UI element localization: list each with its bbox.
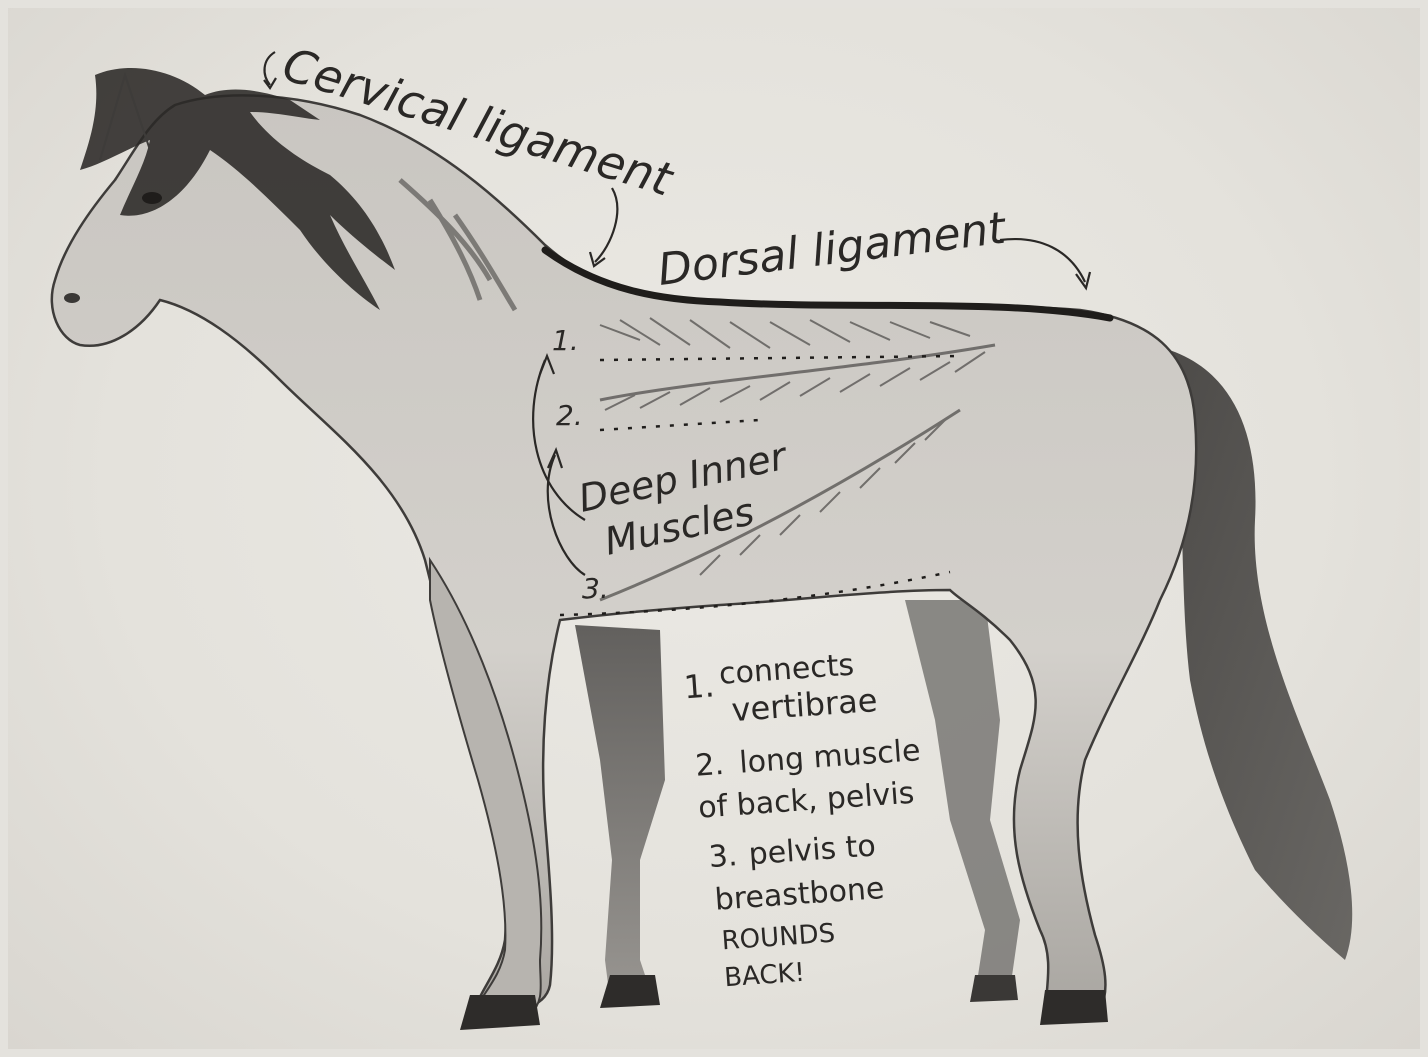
front-hoof [460,995,540,1030]
horse-anatomy-drawing: Cervical ligament Dorsal ligament 1. 2. … [8,8,1420,1049]
note-3-number: 3. [708,838,739,875]
nostril [64,293,80,303]
dorsal-ligament-label: Dorsal ligament [655,203,1010,296]
note-3-line-2: breastbone [714,871,886,918]
hind-hoof [1040,990,1108,1025]
note-2-line-2: of back, pelvis [697,776,915,826]
far-front-hoof [600,975,660,1008]
eye [142,192,162,204]
muscle-number-1: 1. [552,324,579,357]
note-3-line-1: pelvis to [748,828,877,872]
note-3-line-4: BACK! [723,958,806,994]
note-1-number: 1. [683,666,716,706]
far-hind-hoof [970,975,1018,1002]
muscle-number-3: 3. [582,572,609,605]
legend-notes: 1. connects vertibrae 2. long muscle of … [682,643,936,994]
note-2-line-1: long muscle [738,733,921,781]
drawing-paper: Cervical ligament Dorsal ligament 1. 2. … [8,8,1420,1049]
note-3-line-3: ROUNDS [721,919,836,957]
note-2-number: 2. [694,747,725,784]
muscle-number-2: 2. [556,399,583,432]
